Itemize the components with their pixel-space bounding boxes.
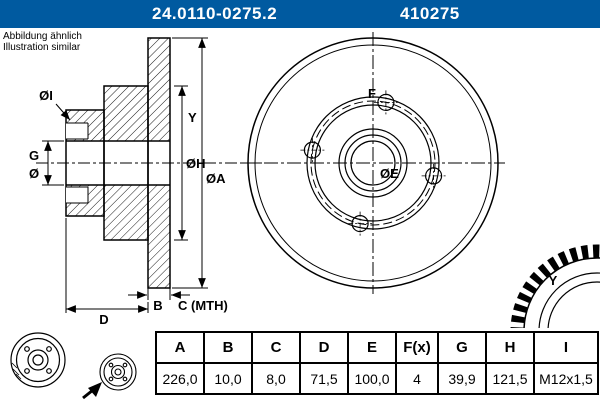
col-header-c: C	[251, 331, 301, 364]
value-h: 121,5	[485, 362, 535, 395]
col-header-a: A	[155, 331, 205, 364]
spec-table: A B C D E F(x) G H I 226,0 10,0 8,0 71,5…	[155, 331, 599, 395]
col-header-h: H	[485, 331, 535, 364]
label-dia: Ø	[29, 166, 39, 181]
catalog-number: 410275	[400, 4, 460, 23]
label-dia-h: ØH	[186, 156, 206, 171]
spec-table-value-row: 226,0 10,0 8,0 71,5 100,0 4 39,9 121,5 M…	[155, 362, 599, 395]
thumbnail-strip	[10, 332, 137, 400]
technical-drawing: ØI G Ø Y ØH ØA B C (MTH) D F ØE Y	[29, 32, 600, 328]
value-g: 39,9	[437, 362, 487, 395]
part-number: 24.0110-0275.2	[152, 4, 278, 23]
pointer-arrow-icon	[82, 382, 102, 400]
col-header-d: D	[299, 331, 349, 364]
thread-hole-top	[66, 122, 89, 140]
label-c-mth: C (MTH)	[178, 298, 228, 313]
value-d: 71,5	[299, 362, 349, 395]
value-f: 4	[395, 362, 439, 395]
abs-ring-view	[510, 244, 600, 328]
value-b: 10,0	[203, 362, 253, 395]
label-d: D	[99, 312, 108, 327]
tone-ring-teeth	[510, 244, 600, 328]
brake-disc-thumbnail-2	[99, 353, 137, 391]
bolt-hole-center-marks	[300, 90, 446, 236]
brake-disc-thumbnail-1	[10, 332, 66, 388]
note-line-en: Illustration similar	[3, 42, 81, 53]
similarity-note: Abbildung ähnlich Illustration similar	[3, 31, 82, 53]
value-e: 100,0	[347, 362, 397, 395]
cross-section-view	[36, 37, 262, 289]
front-view	[241, 32, 505, 294]
label-b: B	[153, 298, 162, 313]
col-header-e: E	[347, 331, 397, 364]
drawing-labels: ØI G Ø Y ØH ØA B C (MTH) D F ØE Y	[29, 86, 558, 327]
label-y-section: Y	[188, 110, 197, 125]
label-y-ring: Y	[549, 273, 558, 288]
col-header-g: G	[437, 331, 487, 364]
label-dia-e: ØE	[380, 166, 399, 181]
label-g: G	[29, 148, 39, 163]
col-header-b: B	[203, 331, 253, 364]
value-a: 226,0	[155, 362, 205, 395]
label-f: F	[368, 86, 376, 101]
title-bar: 24.0110-0275.2 410275	[0, 0, 600, 28]
spec-table-header-row: A B C D E F(x) G H I	[155, 331, 599, 364]
label-dia-i: ØI	[39, 88, 53, 103]
value-c: 8,0	[251, 362, 301, 395]
col-header-f: F(x)	[395, 331, 439, 364]
thread-hole-bottom	[66, 186, 89, 204]
leader-dia-i	[55, 103, 71, 121]
note-line-de: Abbildung ähnlich	[3, 31, 82, 42]
label-dia-a: ØA	[206, 171, 226, 186]
value-i: M12x1,5	[533, 362, 599, 395]
col-header-i: I	[533, 331, 599, 364]
dimension-lines	[42, 37, 208, 313]
